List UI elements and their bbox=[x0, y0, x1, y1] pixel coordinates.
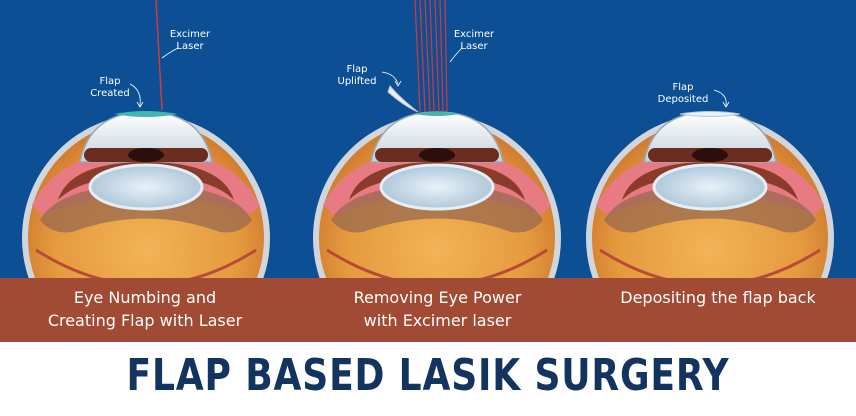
eye-2-retina-line bbox=[326, 248, 548, 278]
eye-2-laser-beams bbox=[414, 0, 448, 113]
eye-2-pupil bbox=[419, 148, 455, 162]
eye-1-laser-beam bbox=[155, 0, 163, 111]
eye-2-laser-pointer bbox=[449, 47, 463, 63]
eye-3-flap bbox=[679, 111, 741, 117]
eye-1-ciliary bbox=[58, 162, 234, 200]
eye-3-flap-pointer bbox=[713, 89, 727, 107]
eye-1-pupil bbox=[128, 148, 164, 162]
title-background bbox=[0, 342, 856, 416]
eye-2-flap-label-line1: Flap bbox=[346, 64, 367, 75]
eye-2-laser-label-line1: Excimer bbox=[454, 29, 495, 40]
eye-1-laser-label-line2: Laser bbox=[176, 41, 204, 52]
eye-3-lens bbox=[652, 163, 768, 211]
step-1-caption-line2: Creating Flap with Laser bbox=[47, 311, 243, 330]
eye-1-flap-label-line2: Created bbox=[90, 88, 130, 99]
step-2-caption: Removing Eye Power with Excimer laser bbox=[300, 286, 575, 332]
eye-2-ciliary bbox=[349, 162, 525, 200]
eye-3-flap-label-line2: Deposited bbox=[658, 94, 709, 105]
eye-1-flap-pointer bbox=[129, 83, 141, 107]
eye-2-lens bbox=[379, 163, 495, 211]
eye-1-flap-pointer-head bbox=[136, 101, 144, 108]
eye-3-pupil bbox=[692, 148, 728, 162]
eye-2-flap-pointer-head bbox=[394, 80, 402, 87]
step-1-caption-line1: Eye Numbing and bbox=[73, 288, 217, 307]
step-2-caption-line2: with Excimer laser bbox=[363, 311, 512, 330]
step-3-caption-line1: Depositing the flap back bbox=[620, 288, 816, 307]
page-title: FLAP BASED LASIK SURGERY bbox=[126, 350, 730, 401]
eye-2 bbox=[313, 111, 561, 278]
eye-3-ciliary bbox=[622, 162, 798, 200]
eye-1-flap-label-line1: Flap bbox=[99, 76, 120, 87]
caption-band bbox=[0, 278, 856, 342]
eye-3-flap-pointer-head bbox=[722, 101, 730, 108]
step-3-caption: Depositing the flap back bbox=[590, 286, 846, 309]
eye-2-laser-label-line2: Laser bbox=[460, 41, 488, 52]
eye-2-flap-pointer bbox=[381, 71, 399, 85]
step-2-caption-line1: Removing Eye Power bbox=[353, 288, 522, 307]
eye-1-retina-line bbox=[35, 248, 257, 278]
eye-1-lens bbox=[88, 163, 204, 211]
eye-1-laser-label-line1: Excimer bbox=[170, 29, 211, 40]
eye-1-laser-pointer bbox=[161, 47, 179, 59]
eye-2-flap-label-line2: Uplifted bbox=[338, 76, 377, 87]
eye-1 bbox=[22, 111, 270, 278]
eye-2-uplifted-flap bbox=[387, 84, 419, 113]
eye-3-retina-line bbox=[599, 248, 821, 278]
eye-2-ablation-zone bbox=[415, 112, 459, 116]
eye-1-flap bbox=[114, 111, 178, 117]
eye-3 bbox=[586, 111, 834, 278]
step-1-caption: Eye Numbing and Creating Flap with Laser bbox=[10, 286, 280, 332]
eye-3-flap-label-line1: Flap bbox=[672, 82, 693, 93]
